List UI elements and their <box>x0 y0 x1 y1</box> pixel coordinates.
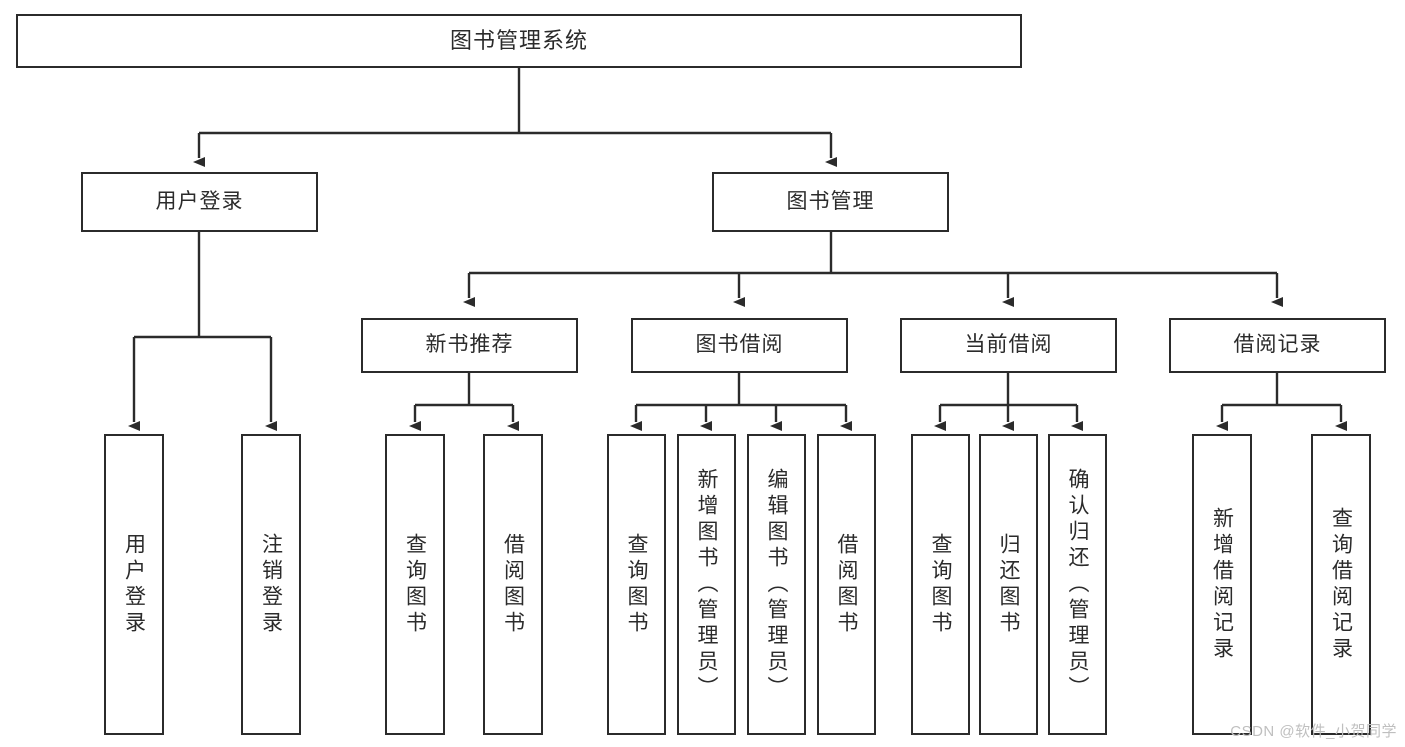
node-label: 图书借阅 <box>695 333 784 357</box>
node-user-login[interactable]: 用户登录 <box>81 172 318 232</box>
node-label: 借阅图书 <box>501 532 525 637</box>
node-label: 新增借阅记录 <box>1210 506 1234 663</box>
node-leaf-edit-book-admin[interactable]: 编辑图书（管理员） <box>747 434 806 735</box>
node-label: 查询图书 <box>403 532 427 637</box>
node-label: 新书推荐 <box>425 333 514 357</box>
node-leaf-add-borrow-record[interactable]: 新增借阅记录 <box>1192 434 1252 735</box>
csdn-watermark: CSDN @软件_小贺同学 <box>1230 723 1397 740</box>
node-root-system[interactable]: 图书管理系统 <box>16 14 1022 68</box>
node-label: 查询图书 <box>929 532 952 637</box>
node-label: 归还图书 <box>997 532 1020 637</box>
node-leaf-add-book-admin[interactable]: 新增图书（管理员） <box>677 434 736 735</box>
node-borrow-record[interactable]: 借阅记录 <box>1169 318 1386 373</box>
node-leaf-logout[interactable]: 注销登录 <box>241 434 301 735</box>
node-current-borrow[interactable]: 当前借阅 <box>900 318 1117 373</box>
node-label: 用户登录 <box>122 532 146 637</box>
node-leaf-user-login[interactable]: 用户登录 <box>104 434 164 735</box>
node-leaf-query-book-current[interactable]: 查询图书 <box>911 434 970 735</box>
node-label: 确认归还（管理员） <box>1066 467 1089 702</box>
node-leaf-confirm-return-admin[interactable]: 确认归还（管理员） <box>1048 434 1107 735</box>
node-leaf-query-book-borrow[interactable]: 查询图书 <box>607 434 666 735</box>
node-leaf-borrow-book-newbook[interactable]: 借阅图书 <box>483 434 543 735</box>
node-label: 注销登录 <box>259 532 283 637</box>
node-label: 查询图书 <box>625 532 648 637</box>
node-label: 图书管理系统 <box>449 28 588 54</box>
node-label: 借阅图书 <box>835 532 858 637</box>
node-leaf-query-book-newbook[interactable]: 查询图书 <box>385 434 445 735</box>
node-leaf-borrow-book-borrow[interactable]: 借阅图书 <box>817 434 876 735</box>
node-book-management[interactable]: 图书管理 <box>712 172 949 232</box>
node-label: 新增图书（管理员） <box>695 467 718 702</box>
node-label: 当前借阅 <box>964 333 1053 357</box>
node-label: 借阅记录 <box>1233 333 1322 357</box>
node-book-borrow[interactable]: 图书借阅 <box>631 318 848 373</box>
node-label: 图书管理 <box>786 189 875 213</box>
node-label: 查询借阅记录 <box>1329 506 1353 663</box>
node-new-book-recommend[interactable]: 新书推荐 <box>361 318 578 373</box>
node-label: 编辑图书（管理员） <box>765 467 788 702</box>
node-leaf-return-book[interactable]: 归还图书 <box>979 434 1038 735</box>
node-leaf-query-borrow-record[interactable]: 查询借阅记录 <box>1311 434 1371 735</box>
node-label: 用户登录 <box>155 189 244 213</box>
